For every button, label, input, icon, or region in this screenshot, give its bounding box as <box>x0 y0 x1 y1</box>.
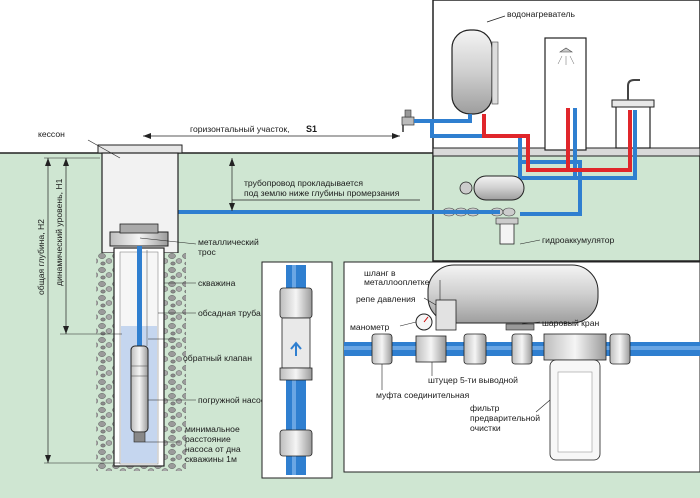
horizontal-section-label: горизонтальный участок, <box>190 124 290 134</box>
pressure-relay-label: репе давления <box>356 294 416 304</box>
coupling-label: муфта соединительная <box>376 390 470 400</box>
caisson-label: кессон <box>38 129 65 139</box>
shower <box>544 37 587 151</box>
cold-water-pipe-fixtures <box>518 110 637 180</box>
water-heater <box>451 15 506 115</box>
dynamic-level-label: динамический уровень, H1 <box>54 178 64 286</box>
basement-hydro-accumulator <box>459 175 541 245</box>
pipeline-label-line2: под землю ниже глубины промерзания <box>244 188 400 198</box>
filter-label-line1: фильтр <box>470 403 500 413</box>
borehole-label: скважина <box>198 278 236 288</box>
min-distance-label-line3: насоса от дна <box>185 444 241 454</box>
metal-cable-label-line1: металлический <box>198 237 259 247</box>
hot-water-pipe <box>482 110 632 172</box>
filter-label-line3: очистки <box>470 423 501 433</box>
detail-filter <box>543 333 607 361</box>
filter-detail-box <box>343 261 700 473</box>
submersible-pump-label: погружной насос <box>198 395 266 405</box>
hose-label-line1: шланг в <box>364 268 396 278</box>
fitting-label: штуцер 5-ти выводной <box>428 375 518 385</box>
casing-pipe-label: обсадная труба <box>198 308 261 318</box>
min-distance-label-line2: расстояние <box>185 434 231 444</box>
well-head <box>109 223 169 247</box>
detail-hydro-tank <box>427 264 599 324</box>
total-depth-label: общая глубина, H2 <box>36 219 46 295</box>
water-heater-label: водонагреватель <box>507 9 575 19</box>
manometer-label: манометр <box>350 322 390 332</box>
submersible-pump <box>130 345 149 443</box>
metal-cable-label-line2: трос <box>198 247 216 257</box>
pump-pipe <box>137 246 142 346</box>
check-valve-detail-box <box>261 261 333 479</box>
hydro-accumulator-label: гидроаккумулятор <box>542 235 615 245</box>
min-distance-label-line4: скважины 1м <box>185 454 237 464</box>
check-valve-label: обратный клапан <box>183 353 252 363</box>
min-distance-label-line1: минимальное <box>185 424 240 434</box>
outdoor-tap <box>401 109 415 132</box>
horizontal-section-symbol: S1 <box>306 124 317 134</box>
pipeline-label-line1: трубопровод прокладывается <box>244 178 363 188</box>
ball-valve-label: шаровый кран <box>542 318 599 328</box>
hose-label-line2: металлооплетке <box>364 277 430 287</box>
filter-label-line2: предварительной <box>470 413 540 423</box>
